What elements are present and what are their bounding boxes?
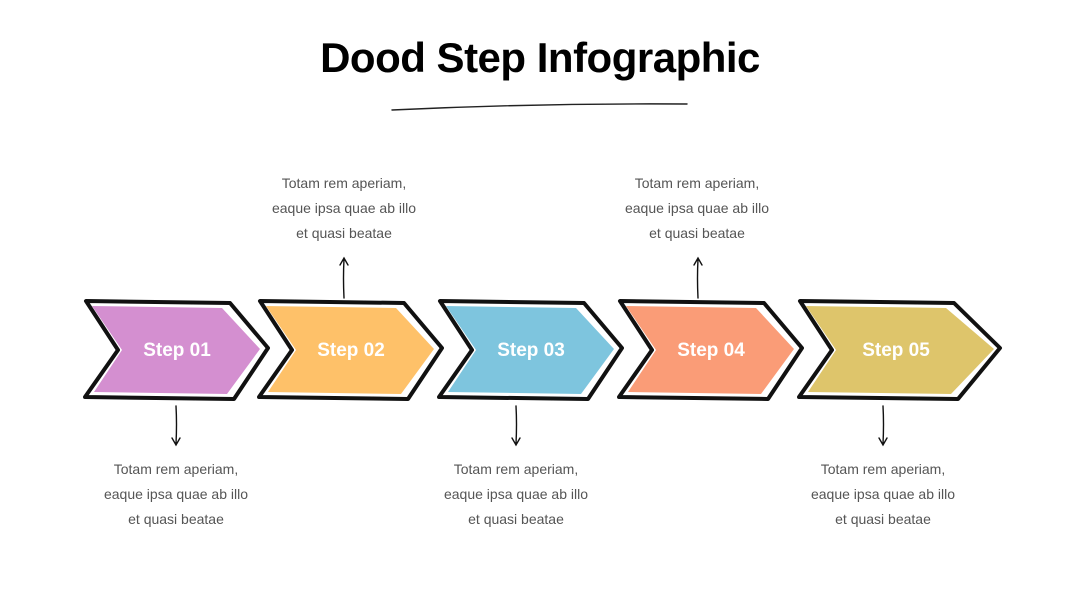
step-02-chevron: Step 02: [256, 298, 446, 404]
step-label: Step 01: [143, 340, 211, 361]
chevron-shape: [617, 299, 804, 401]
step-01-chevron: Step 01: [82, 298, 272, 404]
description-line: eaque ipsa quae ab illo: [103, 486, 248, 502]
description-line: Totam rem aperiam,: [634, 175, 760, 191]
step-label: Step 05: [862, 340, 930, 361]
step-03-description: Totam rem aperiam, eaque ipsa quae ab il…: [396, 457, 636, 532]
chevron-shape: [83, 299, 270, 401]
step-01-description: Totam rem aperiam, eaque ipsa quae ab il…: [56, 457, 296, 532]
description-line: eaque ipsa quae ab illo: [443, 486, 588, 502]
description-line: et quasi beatae: [468, 511, 564, 527]
description-line: et quasi beatae: [835, 511, 931, 527]
description-line: et quasi beatae: [649, 225, 745, 241]
description-line: Totam rem aperiam,: [453, 461, 579, 477]
description-line: Totam rem aperiam,: [113, 461, 239, 477]
step-04-chevron: Step 04: [616, 298, 806, 404]
description-line: et quasi beatae: [128, 511, 224, 527]
step-04-description: Totam rem aperiam, eaque ipsa quae ab il…: [577, 171, 817, 246]
description-line: Totam rem aperiam,: [281, 175, 407, 191]
step-label: Step 04: [677, 340, 745, 361]
chevron-shape: [437, 299, 624, 401]
page-title: Dood Step Infographic: [320, 34, 760, 81]
description-line: Totam rem aperiam,: [820, 461, 946, 477]
arrow-up-icon: [339, 256, 349, 299]
chevron-shape: [797, 299, 1002, 401]
step-05-description: Totam rem aperiam, eaque ipsa quae ab il…: [763, 457, 1003, 532]
step-02-description: Totam rem aperiam, eaque ipsa quae ab il…: [224, 171, 464, 246]
arrow-down-icon: [171, 405, 181, 447]
arrow-up-icon: [693, 256, 703, 299]
chevron-shape: [257, 299, 444, 401]
arrow-down-icon: [878, 405, 888, 447]
description-line: eaque ipsa quae ab illo: [271, 200, 416, 216]
step-label: Step 02: [317, 340, 385, 361]
description-line: et quasi beatae: [296, 225, 392, 241]
step-03-chevron: Step 03: [436, 298, 626, 404]
description-line: eaque ipsa quae ab illo: [624, 200, 769, 216]
title-underline: [391, 103, 688, 111]
arrow-down-icon: [511, 405, 521, 447]
description-line: eaque ipsa quae ab illo: [810, 486, 955, 502]
step-label: Step 03: [497, 340, 565, 361]
step-05-chevron: Step 05: [796, 298, 1002, 404]
